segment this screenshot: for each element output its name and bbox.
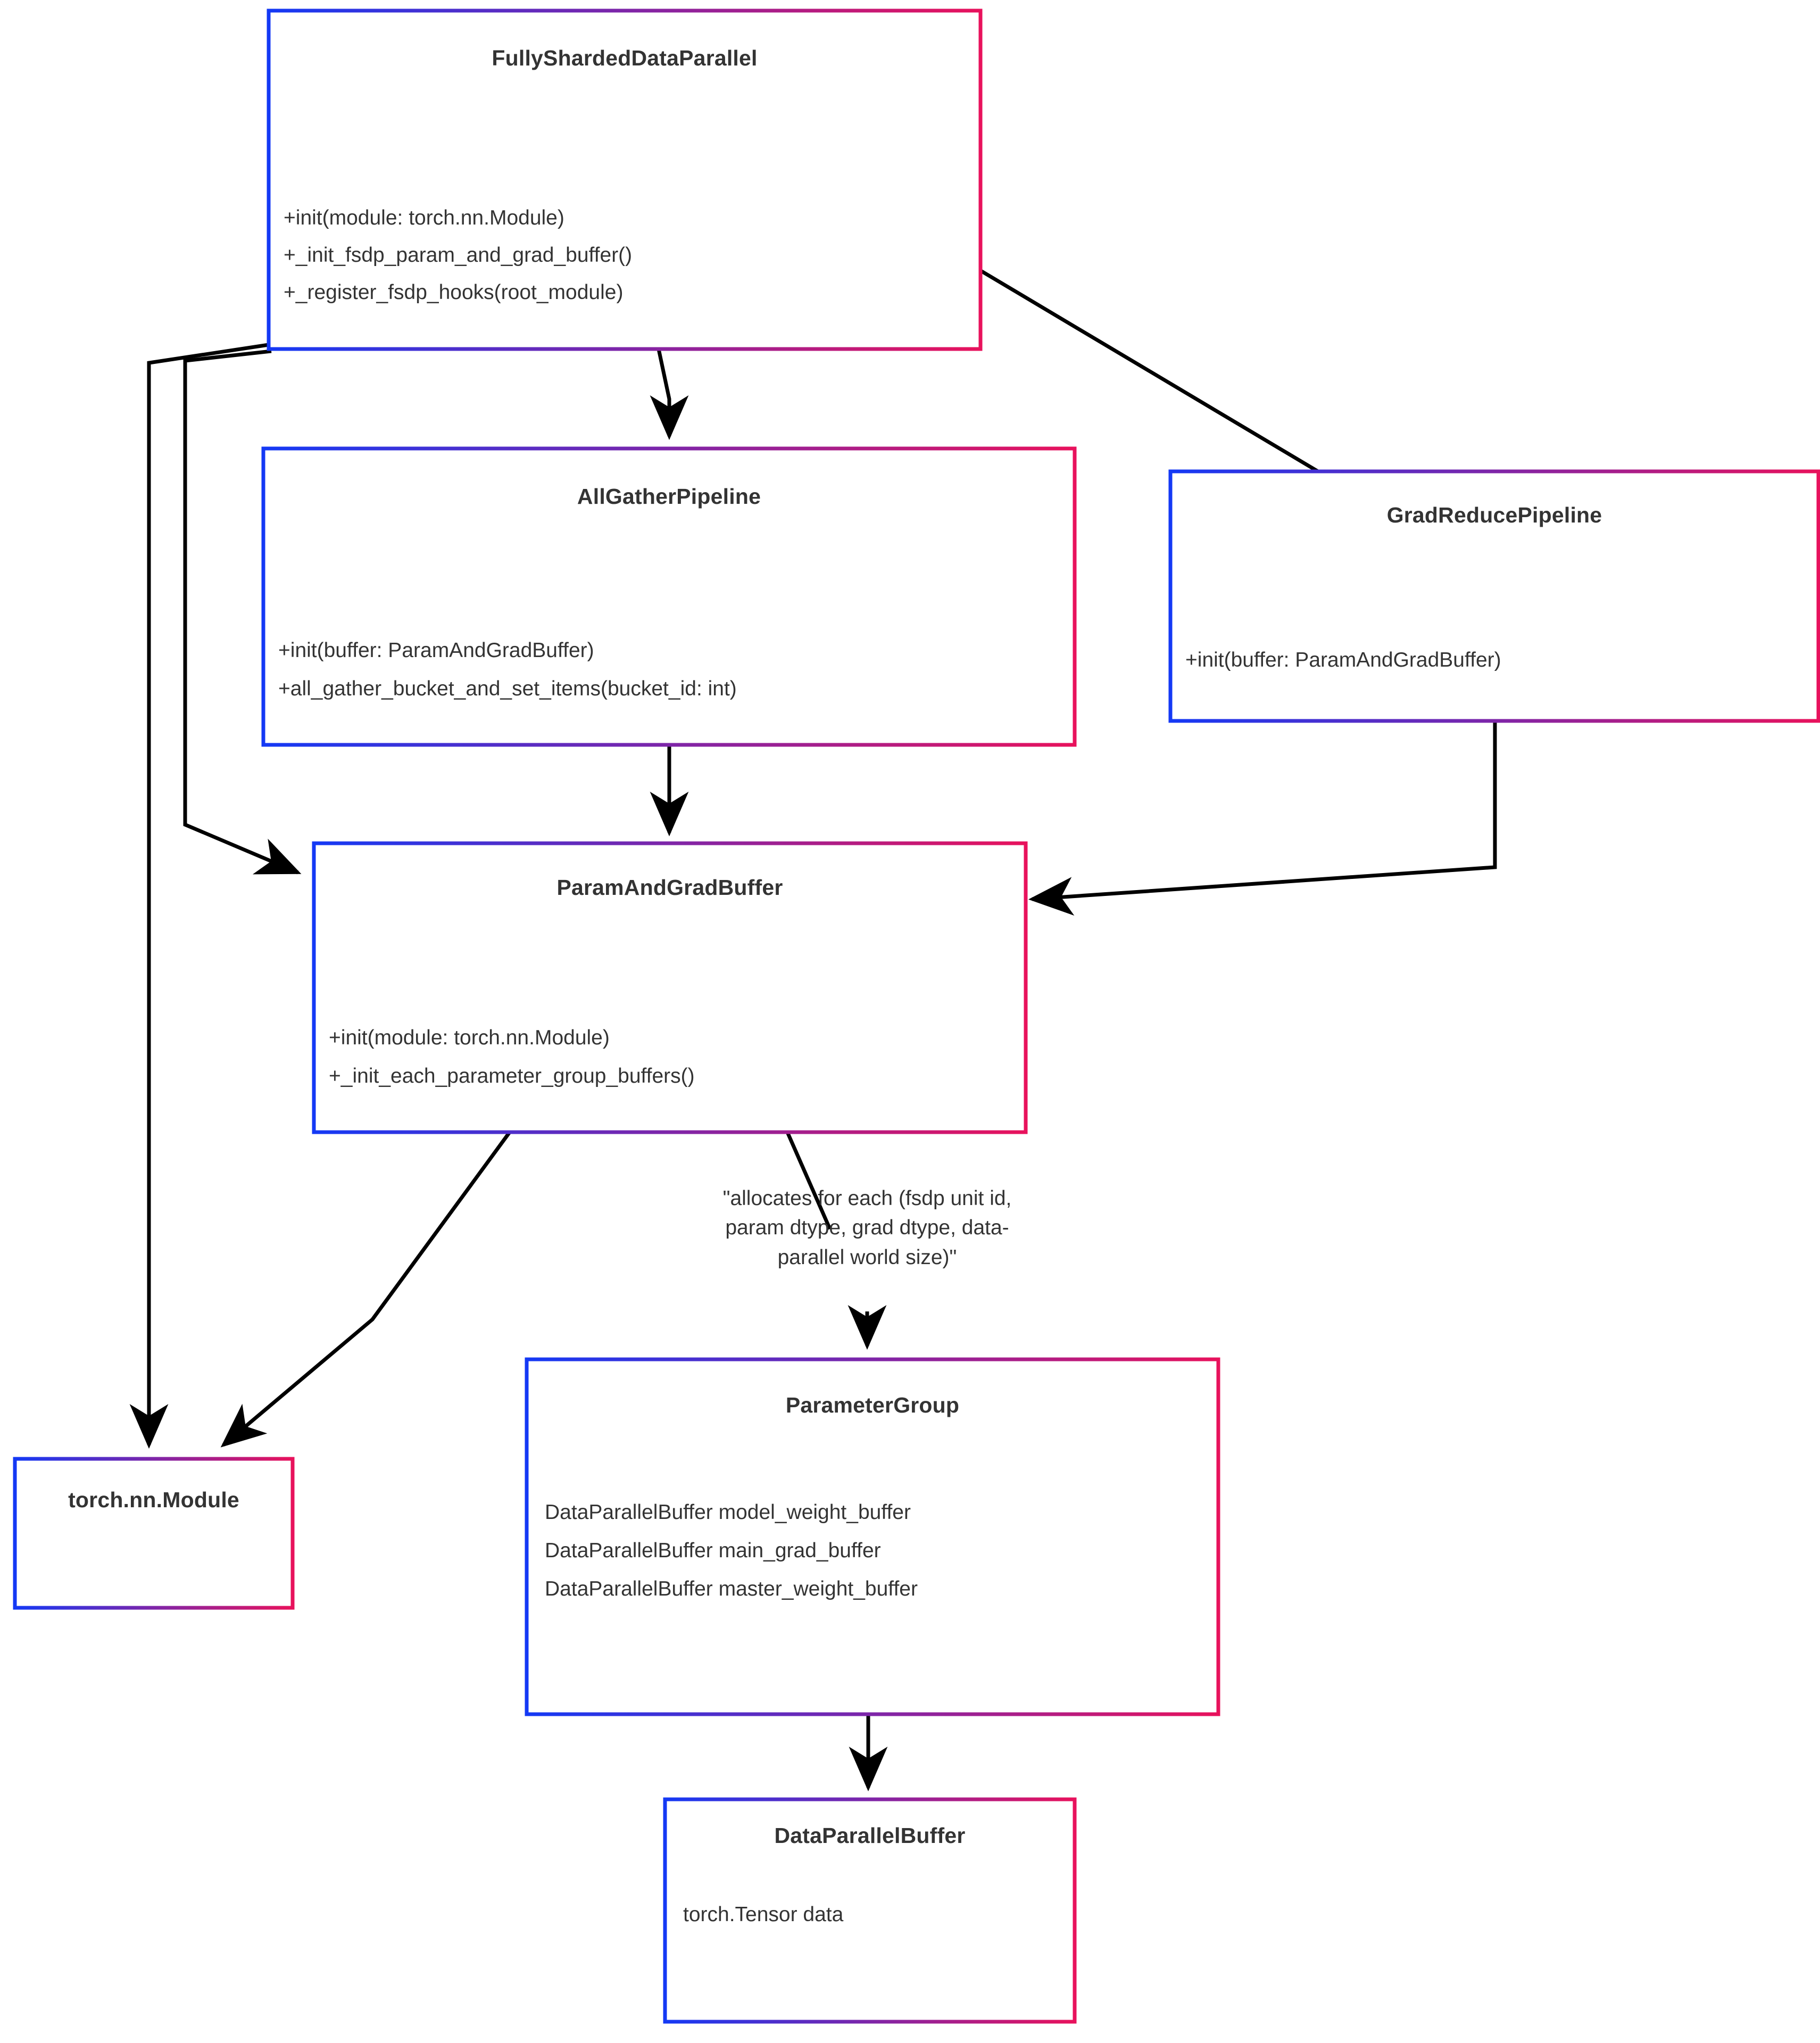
class-attributes-gradreducepipeline <box>1170 559 1818 599</box>
note-allocates-for-each: "allocates for each (fsdp unit id, param… <box>722 1187 1012 1269</box>
attribute-row: torch.Tensor data <box>683 1903 844 1926</box>
class-box-torchnnmodule[interactable]: torch.nn.Module <box>15 1459 293 1608</box>
class-attributes-allgatherpipeline <box>263 544 1075 595</box>
class-box-border-dataparallelbuffer <box>663 1797 1077 2024</box>
class-box-border-fullyshardeddataparallel <box>267 9 983 351</box>
class-box-gradreducepipeline[interactable]: GradReducePipeline +init(buffer: ParamAn… <box>1170 471 1818 721</box>
edge-fsdp-to-paramandgradbuffer <box>183 349 302 875</box>
class-name-torchnnmodule: torch.nn.Module <box>68 1487 239 1512</box>
attribute-row: DataParallelBuffer master_weight_buffer <box>545 1577 918 1600</box>
class-methods-torchnnmodule <box>15 1576 293 1608</box>
method-row: +init(buffer: ParamAndGradBuffer) <box>1185 648 1501 671</box>
class-box-border-gradreducepipeline <box>1168 469 1820 723</box>
class-attributes-fullyshardeddataparallel <box>269 105 980 162</box>
class-box-border-parametergroup <box>525 1357 1220 1716</box>
class-name-paramandgradbuffer: ParamAndGradBuffer <box>556 875 783 900</box>
method-row: +all_gather_bucket_and_set_items(bucket_… <box>278 677 737 700</box>
class-methods-dataparallelbuffer <box>665 1958 1075 2022</box>
method-row: +init(module: torch.nn.Module) <box>329 1026 610 1049</box>
class-methods-fullyshardeddataparallel: +init(module: torch.nn.Module) +_init_fs… <box>269 162 980 349</box>
class-box-paramandgradbuffer[interactable]: ParamAndGradBuffer +init(module: torch.n… <box>314 843 1026 1132</box>
attribute-row: DataParallelBuffer model_weight_buffer <box>545 1501 911 1524</box>
class-box-fullyshardeddataparallel[interactable]: FullyShardedDataParallel +init(module: t… <box>269 11 980 349</box>
class-methods-allgatherpipeline: +init(buffer: ParamAndGradBuffer) +all_g… <box>263 595 1075 745</box>
attribute-row: DataParallelBuffer main_grad_buffer <box>545 1539 881 1562</box>
edge-gradreducepipeline-to-paramandgradbuffer <box>1028 721 1497 916</box>
edge-paramandgradbuffer-to-torchnnmodule <box>220 1131 511 1448</box>
class-name-gradreducepipeline: GradReducePipeline <box>1386 502 1602 527</box>
method-row: +_register_fsdp_hooks(root_module) <box>284 281 624 304</box>
class-name-parametergroup: ParameterGroup <box>785 1392 960 1417</box>
class-box-border-torchnnmodule <box>13 1457 295 1610</box>
method-row: +_init_each_parameter_group_buffers() <box>329 1064 695 1087</box>
class-box-dataparallelbuffer[interactable]: DataParallelBuffer torch.Tensor data <box>665 1799 1075 2022</box>
method-row: +init(buffer: ParamAndGradBuffer) <box>278 639 594 662</box>
class-attributes-torchnnmodule <box>15 1541 293 1576</box>
edge-paramandgradbuffer-to-note <box>785 1131 832 1230</box>
class-methods-paramandgradbuffer: +init(module: torch.nn.Module) +_init_ea… <box>314 982 1026 1132</box>
class-name-dataparallelbuffer: DataParallelBuffer <box>774 1823 966 1848</box>
class-attributes-dataparallelbuffer: torch.Tensor data <box>665 1872 1075 1958</box>
class-name-fullyshardeddataparallel: FullyShardedDataParallel <box>492 45 758 70</box>
class-name-allgatherpipeline: AllGatherPipeline <box>577 484 761 509</box>
method-row: +_init_fsdp_param_and_grad_buffer() <box>284 244 633 267</box>
class-box-border-paramandgradbuffer <box>312 841 1028 1134</box>
edge-fsdp-to-allgatherpipeline <box>650 348 689 440</box>
class-methods-gradreducepipeline: +init(buffer: ParamAndGradBuffer) <box>1170 599 1818 721</box>
class-methods-parametergroup <box>527 1651 1218 1714</box>
edge-fsdp-to-torchnnmodule <box>129 343 269 1449</box>
class-box-parametergroup[interactable]: ParameterGroup DataParallelBuffer model_… <box>527 1359 1218 1714</box>
class-attributes-paramandgradbuffer <box>314 932 1026 982</box>
class-attributes-parametergroup: DataParallelBuffer model_weight_buffer D… <box>527 1451 1218 1651</box>
class-box-border-allgatherpipeline <box>261 446 1077 747</box>
method-row: +init(module: torch.nn.Module) <box>284 206 564 229</box>
class-box-allgatherpipeline[interactable]: AllGatherPipeline +init(buffer: ParamAnd… <box>263 449 1075 745</box>
